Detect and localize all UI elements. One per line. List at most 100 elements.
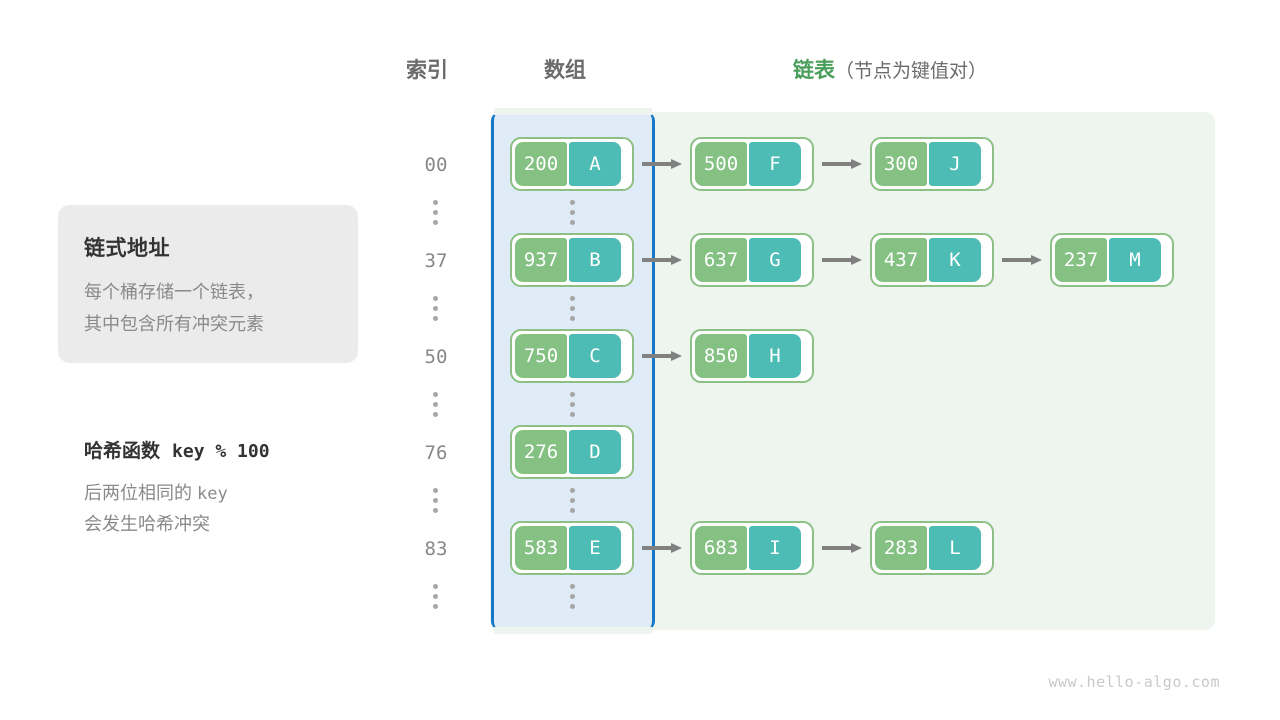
chain-node-value: L (929, 526, 981, 570)
ellipsis-dot (433, 200, 438, 205)
ellipsis-dot (433, 488, 438, 493)
ellipsis-dot (570, 392, 575, 397)
chain-node-value: J (929, 142, 981, 186)
watermark: www.hello-algo.com (1048, 673, 1220, 691)
ellipsis-dot (433, 498, 438, 503)
hash-function-label: 哈希函数 (84, 441, 161, 462)
array-ellipsis (570, 584, 576, 609)
chain-node-key: 850 (695, 334, 747, 378)
chain-node-value: H (749, 334, 801, 378)
hash-description-line-1-key: key (197, 484, 228, 504)
ellipsis-dot (570, 488, 575, 493)
info-card-title: 链式地址 (84, 237, 170, 260)
ellipsis-dot (433, 220, 438, 225)
hash-description-line-2: 会发生哈希冲突 (84, 514, 210, 534)
ellipsis-dot (433, 594, 438, 599)
chain-node-key: 237 (1055, 238, 1107, 282)
info-card-description-line-1: 每个桶存储一个链表， (84, 282, 264, 302)
chain-arrow-shaft (642, 258, 672, 262)
ellipsis-dot (570, 296, 575, 301)
chain-arrow-head (851, 543, 862, 553)
chain-arrow (822, 159, 862, 169)
chain-arrow-head (671, 255, 682, 265)
chain-node-value: F (749, 142, 801, 186)
ellipsis-dot (433, 508, 438, 513)
ellipsis-dot (570, 412, 575, 417)
bucket-index-label: 76 (424, 442, 448, 464)
column-header-linked-list-main: 链表 (793, 59, 835, 82)
bucket-node-value: D (569, 430, 621, 474)
array-ellipsis (570, 200, 576, 225)
bucket-node-key: 750 (515, 334, 567, 378)
bucket-node-value: A (569, 142, 621, 186)
bucket-node-value: B (569, 238, 621, 282)
bucket-index-label: 00 (424, 154, 448, 176)
hash-function-description: 后两位相同的 key 会发生哈希冲突 (84, 478, 228, 539)
index-ellipsis (433, 488, 439, 513)
ellipsis-dot (433, 412, 438, 417)
chain-node-key: 300 (875, 142, 927, 186)
ellipsis-dot (570, 200, 575, 205)
info-card-description-line-2: 其中包含所有冲突元素 (84, 314, 264, 334)
chain-node-value: G (749, 238, 801, 282)
ellipsis-dot (570, 508, 575, 513)
array-ellipsis (570, 296, 576, 321)
chain-arrow-head (851, 255, 862, 265)
chain-node-value: M (1109, 238, 1161, 282)
bucket-node-value: E (569, 526, 621, 570)
chain-arrow-shaft (822, 546, 852, 550)
ellipsis-dot (570, 210, 575, 215)
chain-arrow (822, 255, 862, 265)
chain-arrow (1002, 255, 1042, 265)
chain-arrow-shaft (642, 162, 672, 166)
array-panel-top-gap (494, 108, 652, 115)
chain-arrow-head (671, 351, 682, 361)
column-header-array: 数组 (544, 59, 586, 82)
ellipsis-dot (570, 498, 575, 503)
chain-arrow (642, 159, 682, 169)
chain-arrow-shaft (642, 546, 672, 550)
bucket-index-label: 83 (424, 538, 448, 560)
info-card (58, 205, 358, 363)
index-ellipsis (433, 200, 439, 225)
bucket-node-key: 276 (515, 430, 567, 474)
ellipsis-dot (570, 306, 575, 311)
chain-arrow-head (851, 159, 862, 169)
chain-arrow (642, 543, 682, 553)
chain-node-key: 637 (695, 238, 747, 282)
ellipsis-dot (570, 584, 575, 589)
index-ellipsis (433, 392, 439, 417)
array-ellipsis (570, 488, 576, 513)
chain-node-key: 437 (875, 238, 927, 282)
ellipsis-dot (433, 296, 438, 301)
ellipsis-dot (570, 594, 575, 599)
bucket-node-key: 937 (515, 238, 567, 282)
chain-node-key: 283 (875, 526, 927, 570)
bucket-node-key: 200 (515, 142, 567, 186)
ellipsis-dot (433, 584, 438, 589)
chain-node-value: I (749, 526, 801, 570)
ellipsis-dot (433, 604, 438, 609)
chain-node-key: 683 (695, 526, 747, 570)
array-ellipsis (570, 392, 576, 417)
bucket-index-label: 50 (424, 346, 448, 368)
index-ellipsis (433, 584, 439, 609)
ellipsis-dot (433, 402, 438, 407)
column-header-linked-list: 链表（节点为键值对） (793, 54, 987, 84)
ellipsis-dot (433, 210, 438, 215)
bucket-node-key: 583 (515, 526, 567, 570)
column-header-linked-list-sub: （节点为键值对） (835, 61, 988, 82)
ellipsis-dot (570, 402, 575, 407)
chain-arrow-shaft (1002, 258, 1032, 262)
chain-arrow-head (671, 159, 682, 169)
hash-description-line-1: 后两位相同的 key (84, 478, 228, 509)
